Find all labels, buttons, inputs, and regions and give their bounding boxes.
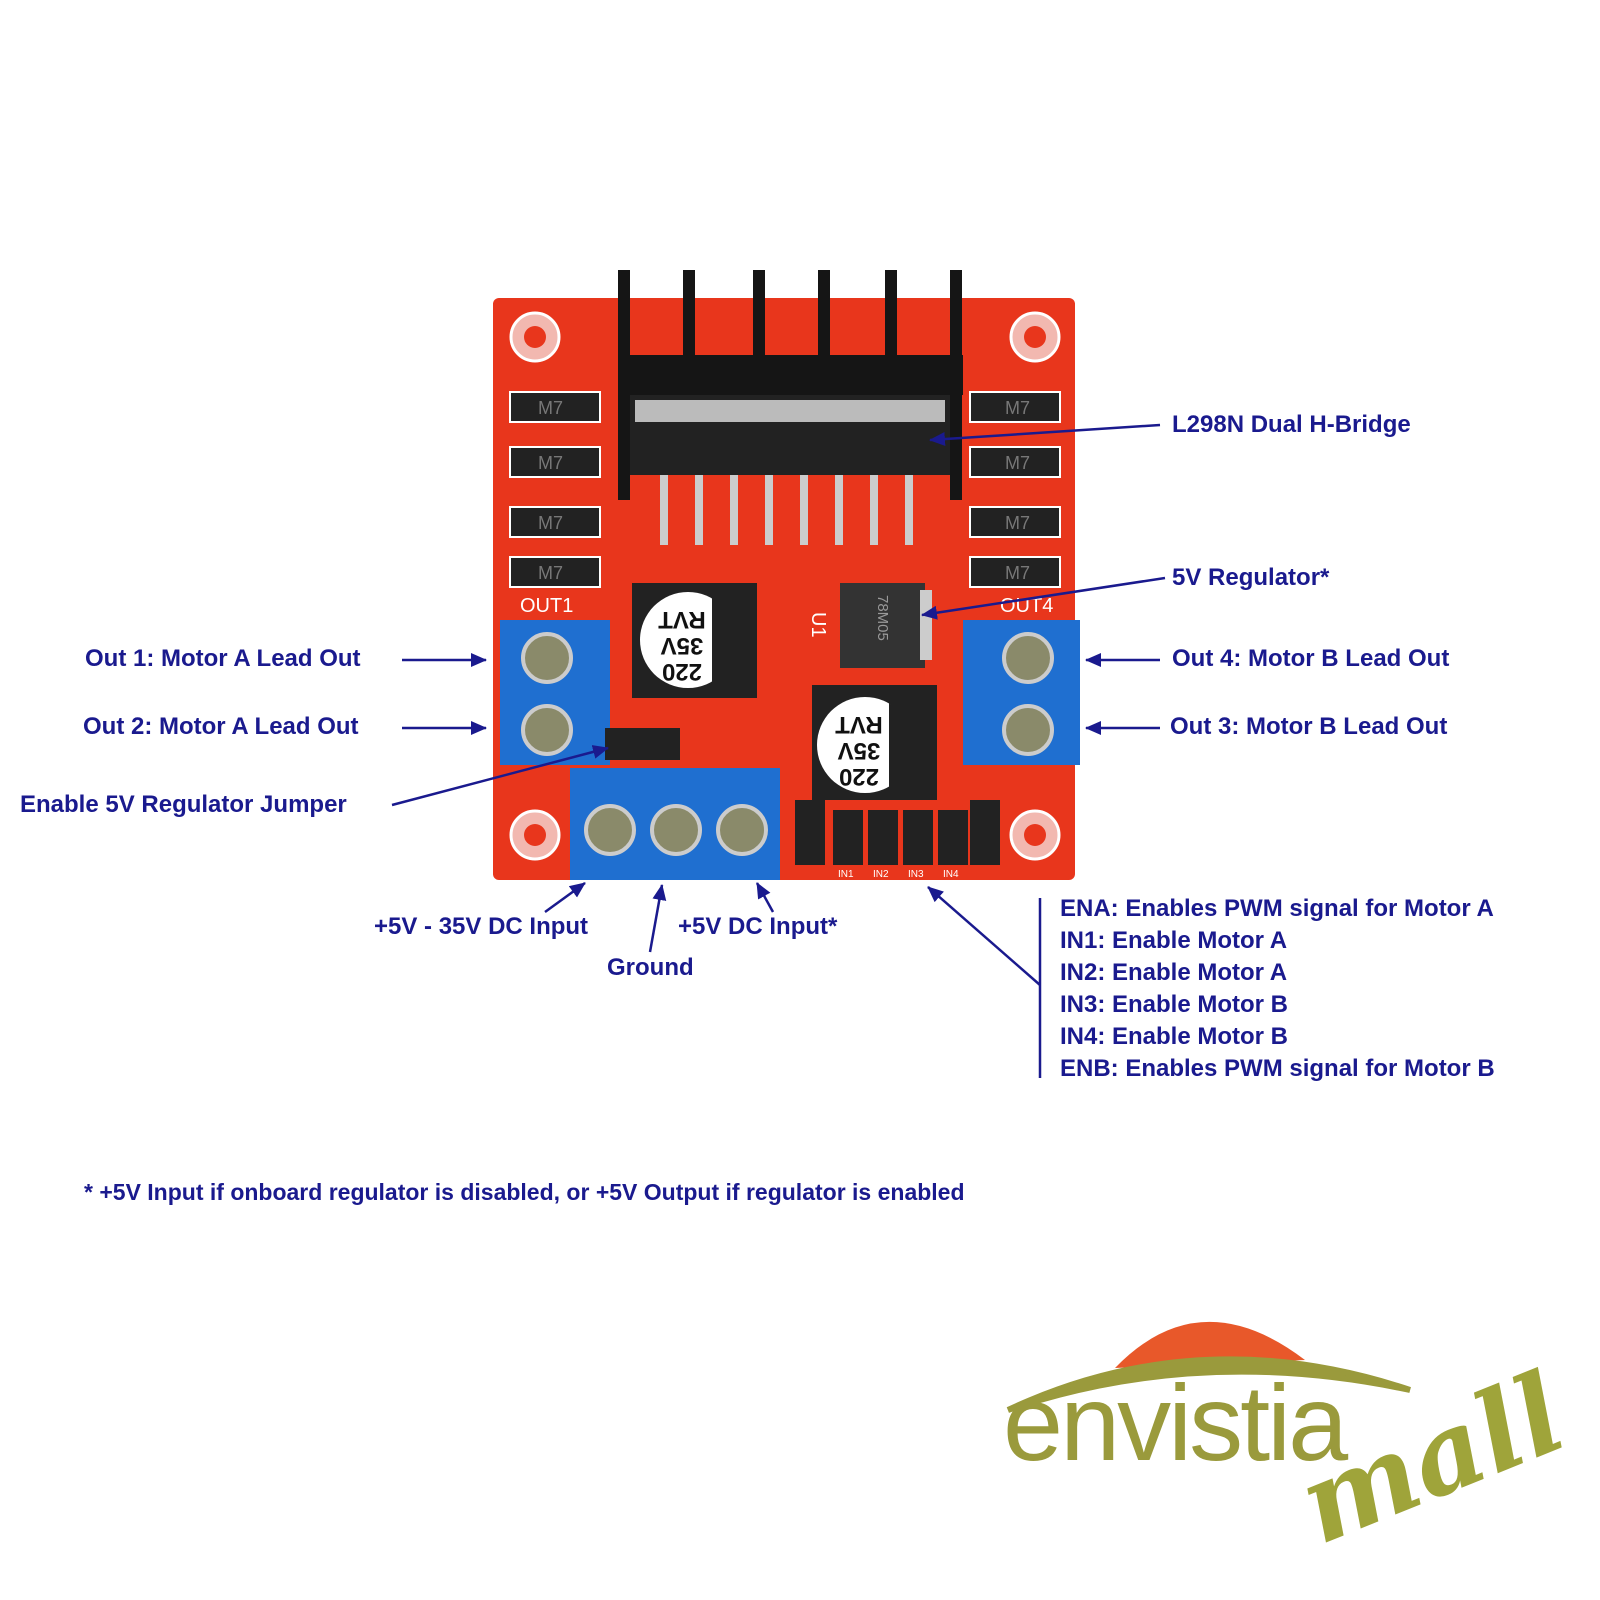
cap-voltage: 35V <box>661 632 704 659</box>
terminal-power <box>570 768 780 880</box>
control-header <box>795 800 1000 865</box>
pin-enb: ENB: Enables PWM signal for Motor B <box>1060 1055 1495 1082</box>
l298n-pins <box>660 475 913 545</box>
pin-ena: ENA: Enables PWM signal for Motor A <box>1060 895 1494 922</box>
5v-jumper <box>605 728 680 760</box>
5v-regulator <box>840 583 925 668</box>
diode-label: M7 <box>538 513 563 533</box>
mounting-holes <box>509 311 1061 861</box>
terminal-out3-out4 <box>963 620 1080 765</box>
footnote: * +5V Input if onboard regulator is disa… <box>84 1179 965 1205</box>
silk-in4: IN4 <box>943 869 959 880</box>
cap-value: 220 <box>839 763 879 790</box>
label-jumper: Enable 5V Regulator Jumper <box>20 791 347 818</box>
heatsink <box>618 270 963 500</box>
callout-arrows <box>391 423 1166 1078</box>
diode-label: M7 <box>538 398 563 418</box>
silk-in1: IN1 <box>838 869 854 880</box>
diode-label: M7 <box>538 563 563 583</box>
pin-in4: IN4: Enable Motor B <box>1060 1023 1289 1050</box>
diode-label: M7 <box>1005 513 1030 533</box>
silk-u1: U1 <box>807 612 829 638</box>
silk-in2: IN2 <box>873 869 889 880</box>
diode-label: M7 <box>1005 453 1030 473</box>
label-out4: Out 4: Motor B Lead Out <box>1172 645 1450 672</box>
capacitor: 220 35V RVT <box>632 583 757 698</box>
diode-label: M7 <box>1005 563 1030 583</box>
diodes <box>509 391 1061 588</box>
regulator-marking: 78M05 <box>874 595 891 641</box>
terminal-out1-out2 <box>500 620 610 765</box>
cap-value: 220 <box>662 658 702 685</box>
pin-descriptions: ENA: Enables PWM signal for Motor A IN1:… <box>1060 893 1495 1085</box>
label-5v-input: +5V DC Input* <box>678 913 838 940</box>
diode-label: M7 <box>1005 398 1030 418</box>
silk-out1: OUT1 <box>520 595 573 617</box>
label-dc-input: +5V - 35V DC Input <box>374 913 589 940</box>
logo-wordmark: envistia <box>1003 1362 1348 1483</box>
pin-in1: IN1: Enable Motor A <box>1060 927 1288 954</box>
label-out1: Out 1: Motor A Lead Out <box>85 645 361 672</box>
label-regulator: 5V Regulator* <box>1172 564 1330 591</box>
cap-brand: RVT <box>835 711 883 738</box>
cap-voltage: 35V <box>838 737 881 764</box>
logo-swoosh <box>1006 1356 1411 1413</box>
silk-in3: IN3 <box>908 869 924 880</box>
pin-in2: IN2: Enable Motor A <box>1060 959 1288 986</box>
pin-in3: IN3: Enable Motor B <box>1060 991 1289 1018</box>
diode-label: M7 <box>538 453 563 473</box>
label-out3: Out 3: Motor B Lead Out <box>1170 713 1448 740</box>
cap-brand: RVT <box>658 606 706 633</box>
label-ground: Ground <box>607 954 694 981</box>
capacitor: 220 35V RVT <box>812 685 937 800</box>
label-out2: Out 2: Motor A Lead Out <box>83 713 359 740</box>
logo-sun <box>1115 1321 1305 1368</box>
label-h-bridge: L298N Dual H-Bridge <box>1172 411 1411 438</box>
